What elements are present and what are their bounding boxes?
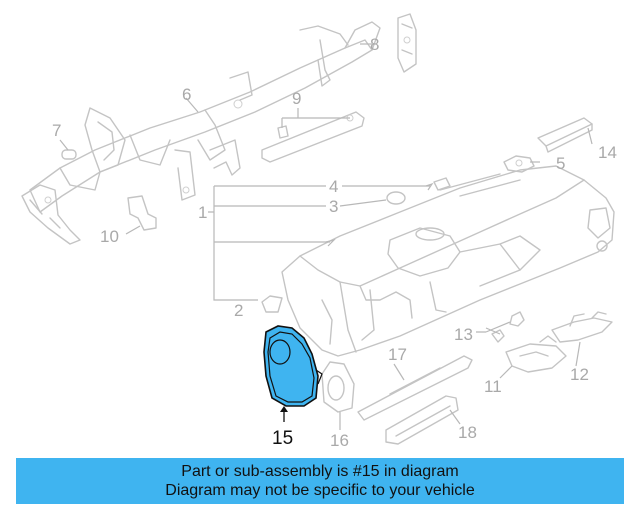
part-13-clips [491,311,525,343]
callout-12: 12 [570,365,589,384]
callout-10: 10 [100,227,119,246]
part-4-connector [433,177,451,191]
callout-9: 9 [292,89,301,108]
instrument-panel [281,165,615,357]
part-16-panel [321,361,355,413]
callout-2: 2 [234,301,243,320]
part-17-strip [357,355,473,421]
part-14-strip [537,117,593,153]
callout-18: 18 [458,423,477,442]
callout-4: 4 [329,177,338,196]
part-10-bracket [127,195,157,231]
part-5-clip [503,155,535,173]
banner-line-1: Part or sub-assembly is #15 in diagram [181,463,459,480]
banner-line-2: Diagram may not be specific to your vehi… [165,482,475,499]
part-12-bracket [551,311,613,343]
callout-17: 17 [388,345,407,364]
callout-7: 7 [52,121,61,140]
part-8-bracket [397,13,417,73]
cross-car-beam [21,21,381,245]
callout-labels: 1 2 3 4 5 6 7 8 9 10 11 12 13 14 15 16 1… [52,35,617,450]
callout-13: 13 [454,325,473,344]
callout-5: 5 [556,154,565,173]
info-banner: Part or sub-assembly is #15 in diagram D… [16,458,624,504]
callout-3: 3 [329,197,338,216]
callout-1: 1 [198,203,207,222]
leader-lines [59,43,593,430]
part-11-bracket [505,335,567,373]
part-3-grommet [386,191,406,205]
callout-15: 15 [272,428,293,449]
part-15-highlighted[interactable] [263,325,323,407]
part-9-bracket [261,111,365,163]
callout-14: 14 [598,143,617,162]
part-7-clip [61,149,77,160]
callout-6: 6 [182,85,191,104]
callout-11: 11 [484,377,502,396]
callout-8: 8 [370,35,379,54]
callout-16: 16 [330,431,349,450]
part-18-strip [385,395,459,445]
part-2-clip [261,295,283,313]
